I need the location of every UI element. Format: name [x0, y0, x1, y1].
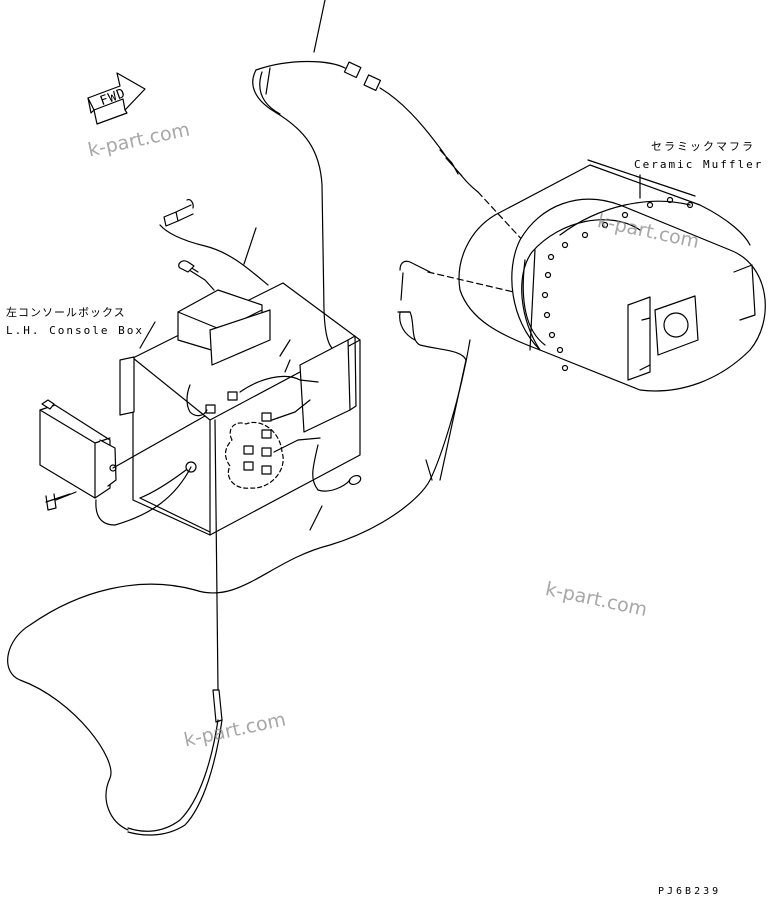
bottom-harness	[8, 340, 470, 835]
console-label-en: L.H. Console Box	[6, 324, 144, 337]
console-label-jp: 左コンソールボックス	[6, 306, 126, 319]
exhaust-tube	[398, 192, 550, 480]
sensor-rod	[160, 200, 268, 285]
sensor-harness	[253, 0, 478, 352]
muffler-label-jp: セラミックマフラ	[651, 140, 755, 153]
ceramic-muffler	[459, 160, 765, 391]
drawing-code: PJ6B239	[658, 886, 722, 897]
controller-unit	[40, 400, 205, 525]
fwd-arrow-icon	[88, 73, 145, 124]
muffler-label-en: Ceramic Muffler	[634, 158, 764, 171]
console-box	[120, 261, 362, 535]
